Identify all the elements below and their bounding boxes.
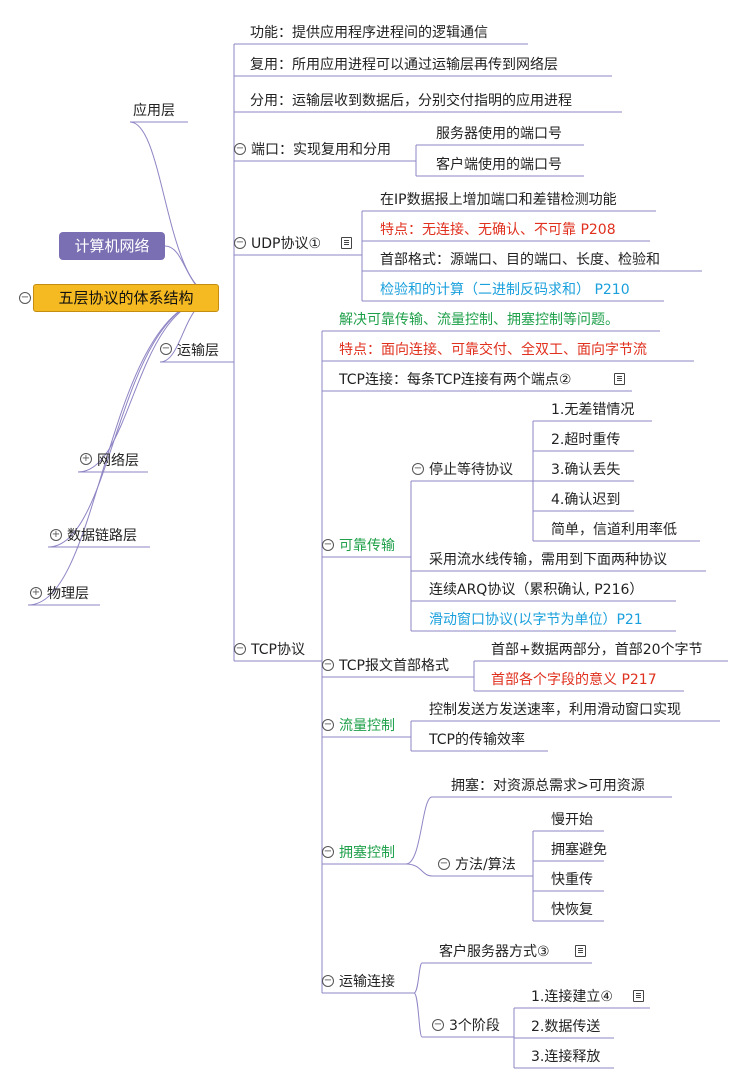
stop-wait-item[interactable]: 4.确认迟到 <box>551 492 621 508</box>
node-flow-control[interactable]: 流量控制 <box>339 718 395 734</box>
connector-line <box>405 863 433 877</box>
collapse-toggle-icon[interactable]: − <box>234 643 246 655</box>
phase-item[interactable]: 2.数据传送 <box>531 1019 601 1035</box>
node-client-port[interactable]: 客户端使用的端口号 <box>436 157 562 173</box>
note-icon[interactable] <box>575 945 586 957</box>
collapse-toggle-icon[interactable]: − <box>412 463 424 475</box>
expand-toggle-icon[interactable]: + <box>50 529 62 541</box>
node-phases[interactable]: 3个阶段 <box>449 1018 500 1034</box>
layer-network[interactable]: 网络层 <box>97 453 139 469</box>
tcp-connection[interactable]: TCP连接：每条TCP连接有两个端点② <box>339 372 572 388</box>
node-arq[interactable]: 连续ARQ协议（累积确认, P216） <box>429 582 644 598</box>
note-icon[interactable] <box>614 373 625 385</box>
connector-line <box>413 962 423 994</box>
node-pipeline[interactable]: 采用流水线传输，需用到下面两种协议 <box>429 552 667 568</box>
tcp-solve[interactable]: 解决可靠传输、流量控制、拥塞控制等问题。 <box>339 312 619 328</box>
collapse-toggle-icon[interactable]: − <box>322 846 334 858</box>
udp-header[interactable]: 首部格式：源端口、目的端口、长度、检验和 <box>380 252 660 268</box>
udp-child-1[interactable]: 在IP数据报上增加端口和差错检测功能 <box>380 192 617 208</box>
selected-topic[interactable]: 五层协议的体系结构 <box>33 284 219 312</box>
collapse-toggle-icon[interactable]: − <box>322 975 334 987</box>
tcp-header-child[interactable]: 首部+数据两部分，首部20个字节 <box>491 642 703 658</box>
collapse-toggle-icon[interactable]: − <box>432 1019 444 1031</box>
collapse-toggle-icon[interactable]: − <box>322 659 334 671</box>
note-icon[interactable] <box>341 237 352 249</box>
stop-wait-item[interactable]: 2.超时重传 <box>551 432 621 448</box>
connector-line <box>27 296 219 606</box>
flow-child[interactable]: 控制发送方发送速率，利用滑动窗口实现 <box>429 702 681 718</box>
node-udp[interactable]: UDP协议① <box>251 236 322 252</box>
collapse-toggle-icon[interactable]: − <box>322 539 334 551</box>
congestion-definition[interactable]: 拥塞：对资源总需求>可用资源 <box>451 778 645 794</box>
root-topic[interactable]: 计算机网络 <box>59 232 165 260</box>
node-method[interactable]: 方法/算法 <box>455 857 516 873</box>
node-transport-connection[interactable]: 运输连接 <box>339 974 395 990</box>
tcp-header-fields[interactable]: 首部各个字段的意义 P217 <box>491 672 657 688</box>
phase-item[interactable]: 1.连接建立④ <box>531 989 613 1005</box>
layer-transport[interactable]: 运输层 <box>177 343 219 359</box>
collapse-toggle-icon[interactable]: − <box>234 143 246 155</box>
connector-line <box>77 296 219 473</box>
node-port[interactable]: 端口：实现复用和分用 <box>251 142 391 158</box>
stop-wait-item[interactable]: 1.无差错情况 <box>551 402 635 418</box>
node-tcp[interactable]: TCP协议 <box>251 642 305 658</box>
expand-toggle-icon[interactable]: + <box>30 587 42 599</box>
collapse-toggle-icon[interactable]: − <box>322 719 334 731</box>
node-multiplexing[interactable]: 复用：所用应用进程可以通过运输层再传到网络层 <box>250 57 558 73</box>
layer-application[interactable]: 应用层 <box>133 103 175 119</box>
tcp-feature[interactable]: 特点：面向连接、可靠交付、全双工、面向字节流 <box>339 342 647 358</box>
connector-line <box>405 796 433 865</box>
phase-item[interactable]: 3.连接释放 <box>531 1049 601 1065</box>
node-reliable[interactable]: 可靠传输 <box>339 538 395 554</box>
congestion-item[interactable]: 慢开始 <box>551 812 593 828</box>
stop-wait-item[interactable]: 3.确认丢失 <box>551 462 621 478</box>
node-stop-wait[interactable]: 停止等待协议 <box>429 462 513 478</box>
collapse-toggle-icon[interactable]: − <box>19 292 31 304</box>
node-tcp-header[interactable]: TCP报文首部格式 <box>339 658 449 674</box>
node-congestion[interactable]: 拥塞控制 <box>339 845 395 861</box>
node-demultiplexing[interactable]: 分用：运输层收到数据后，分别交付指明的应用进程 <box>250 93 572 109</box>
collapse-toggle-icon[interactable]: − <box>160 343 172 355</box>
note-icon[interactable] <box>633 990 644 1002</box>
collapse-toggle-icon[interactable]: − <box>438 858 450 870</box>
node-sliding-window[interactable]: 滑动窗口协议(以字节为单位）P21 <box>429 612 643 628</box>
congestion-item[interactable]: 快恢复 <box>551 902 593 918</box>
congestion-item[interactable]: 拥塞避免 <box>551 842 607 858</box>
udp-checksum[interactable]: 检验和的计算（二进制反码求和） P210 <box>380 282 630 298</box>
congestion-item[interactable]: 快重传 <box>551 872 593 888</box>
flow-child[interactable]: TCP的传输效率 <box>429 732 525 748</box>
connector-line <box>413 992 423 1038</box>
connector-line <box>47 296 219 548</box>
node-function[interactable]: 功能：提供应用程序进程间的逻辑通信 <box>250 25 488 41</box>
node-client-server[interactable]: 客户服务器方式③ <box>439 944 550 960</box>
collapse-toggle-icon[interactable]: − <box>234 237 246 249</box>
stop-wait-item[interactable]: 简单，信道利用率低 <box>551 522 677 538</box>
layer-physical[interactable]: 物理层 <box>47 586 89 602</box>
expand-toggle-icon[interactable]: + <box>80 453 92 465</box>
udp-feature[interactable]: 特点：无连接、无确认、不可靠 P208 <box>380 222 616 238</box>
connector-line <box>129 121 219 298</box>
node-server-port[interactable]: 服务器使用的端口号 <box>436 126 562 142</box>
layer-datalink[interactable]: 数据链路层 <box>67 528 137 544</box>
